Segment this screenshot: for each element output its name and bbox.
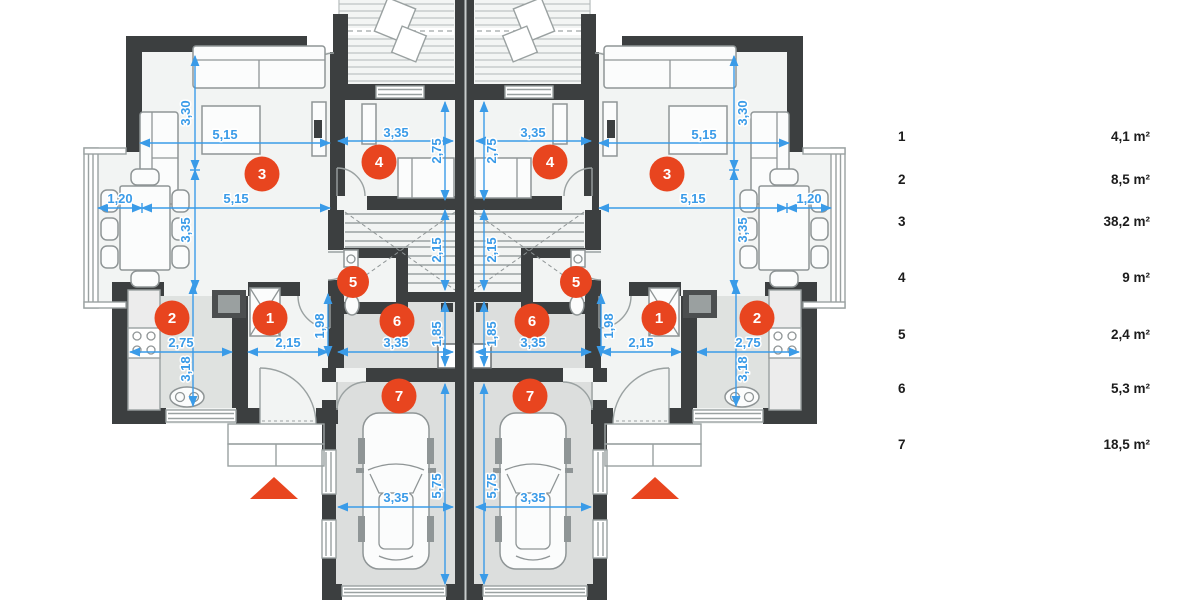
dim-label: 3,35 <box>383 490 408 505</box>
legend-room-area: 5,3 m² <box>1110 381 1150 396</box>
room-7-badge: 7 <box>395 388 403 405</box>
legend-row: 7 18,5 m² <box>898 437 1154 457</box>
dim-label: 5,15 <box>223 191 248 206</box>
dim-label: 3,35 <box>520 335 545 350</box>
room-7-badge: 7 <box>526 388 534 405</box>
legend-room-number: 4 <box>898 270 906 285</box>
legend-row: 3 38,2 m² <box>898 214 1154 234</box>
dim-label: 3,30 <box>178 100 193 125</box>
dim-label: 5,15 <box>691 127 716 142</box>
legend-room-area: 38,2 m² <box>1103 214 1150 229</box>
room-1-badge: 1 <box>655 310 663 327</box>
room-1-badge: 1 <box>266 310 274 327</box>
legend-room-number: 1 <box>898 129 906 144</box>
unit-left-geometry <box>84 0 474 600</box>
room-2-badge: 2 <box>168 310 176 327</box>
room-5-badge: 5 <box>572 274 580 291</box>
dim-label: 1,20 <box>107 191 132 206</box>
room-6-badge: 6 <box>393 313 401 330</box>
dim-label: 2,15 <box>275 335 300 350</box>
room-6-badge: 6 <box>528 313 536 330</box>
legend-room-area: 4,1 m² <box>1110 129 1150 144</box>
area-legend: 1 4,1 m² 2 8,5 m² 3 38,2 m² 4 9 m² 5 2,4… <box>898 0 1154 600</box>
legend-room-number: 3 <box>898 214 906 229</box>
dim-label: 2,15 <box>429 237 444 262</box>
dim-label: 3,35 <box>735 217 750 242</box>
dim-label: 5,15 <box>212 127 237 142</box>
dim-label: 3,35 <box>178 217 193 242</box>
room-4-badge: 4 <box>546 154 555 171</box>
dim-label: 3,35 <box>383 335 408 350</box>
room-4-badge: 4 <box>375 154 384 171</box>
dim-label: 3,35 <box>520 125 545 140</box>
legend-room-number: 6 <box>898 381 906 396</box>
dim-label: 2,15 <box>484 237 499 262</box>
legend-room-area: 8,5 m² <box>1110 172 1150 187</box>
dim-label: 1,98 <box>312 313 327 338</box>
dim-label: 1,20 <box>796 191 821 206</box>
dim-label: 3,35 <box>383 125 408 140</box>
legend-row: 1 4,1 m² <box>898 129 1154 149</box>
dim-label: 2,75 <box>484 138 499 163</box>
legend-room-area: 9 m² <box>1122 270 1150 285</box>
dim-label: 5,75 <box>484 473 499 498</box>
legend-room-number: 7 <box>898 437 906 452</box>
room-2-badge: 2 <box>753 310 761 327</box>
unit-right-geometry <box>455 0 845 600</box>
dim-label: 2,15 <box>628 335 653 350</box>
dimension-labels-left: 3,30 3,35 5,15 1,20 5,15 3,35 2,75 2,15 … <box>106 99 446 507</box>
dim-label: 3,35 <box>520 490 545 505</box>
legend-row: 4 9 m² <box>898 270 1154 290</box>
legend-row: 5 2,4 m² <box>898 327 1154 347</box>
dim-label: 1,98 <box>601 313 616 338</box>
dim-label: 2,75 <box>429 138 444 163</box>
dim-label: 3,18 <box>735 356 750 381</box>
room-badges-right: 1 2 3 4 5 6 7 <box>526 154 761 405</box>
dim-label: 1,85 <box>429 321 444 346</box>
legend-room-area: 18,5 m² <box>1103 437 1150 452</box>
dim-label: 5,15 <box>680 191 705 206</box>
dim-label: 3,30 <box>735 100 750 125</box>
legend-room-number: 2 <box>898 172 906 187</box>
dim-label: 1,85 <box>484 321 499 346</box>
room-badges-left: 1 2 3 4 5 6 7 <box>168 154 403 405</box>
dim-label: 2,75 <box>168 335 193 350</box>
room-3-badge: 3 <box>663 166 671 183</box>
dim-label: 2,75 <box>735 335 760 350</box>
dim-label: 3,18 <box>178 356 193 381</box>
legend-row: 2 8,5 m² <box>898 172 1154 192</box>
dimension-labels-right: 3,30 3,35 5,15 1,20 5,15 3,35 2,75 2,15 … <box>483 99 824 507</box>
legend-room-area: 2,4 m² <box>1110 327 1150 342</box>
legend-row: 6 5,3 m² <box>898 381 1154 401</box>
dim-label: 5,75 <box>429 473 444 498</box>
room-3-badge: 3 <box>258 166 266 183</box>
room-5-badge: 5 <box>349 274 357 291</box>
legend-room-number: 5 <box>898 327 906 342</box>
